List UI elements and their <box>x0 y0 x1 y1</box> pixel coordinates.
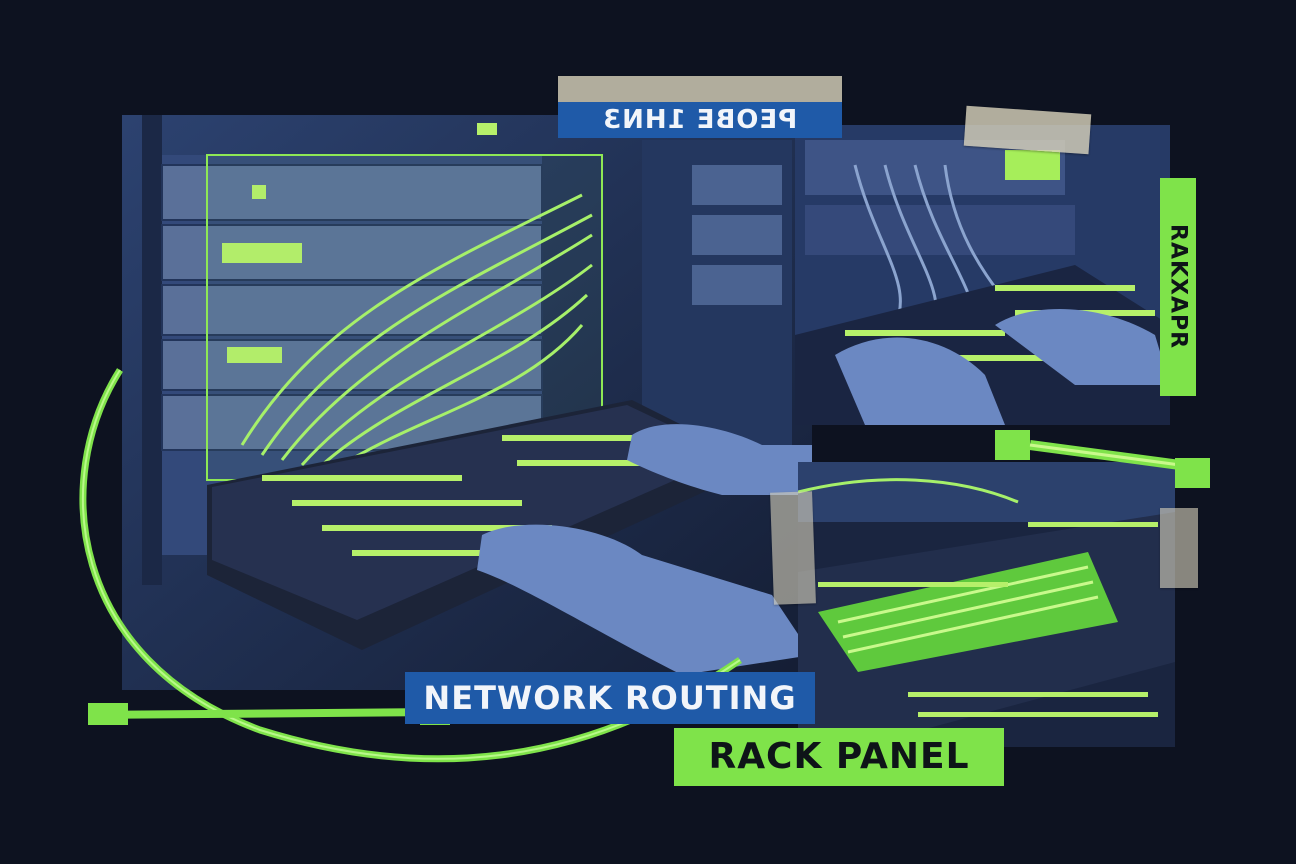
sub-title: RACK PANEL <box>674 728 1004 786</box>
console-screen-photo <box>798 462 1175 747</box>
cable-loop <box>79 368 742 763</box>
ethernet-connector <box>995 430 1210 488</box>
top-banner-text: PEOBE 1HN3 <box>602 105 798 135</box>
main-title: NETWORK ROUTING <box>405 672 815 724</box>
tape-top <box>558 76 842 106</box>
server-rack-photo <box>122 115 812 690</box>
side-banner: RAKXAPR <box>1160 178 1196 396</box>
sub-title-text: RACK PANEL <box>708 736 970 777</box>
keyboard-hands-photo <box>795 125 1170 425</box>
tape-mid <box>770 491 816 605</box>
top-banner: PEOBE 1HN3 <box>558 102 842 138</box>
main-title-text: NETWORK ROUTING <box>423 679 797 717</box>
tape-right <box>1160 508 1198 588</box>
side-banner-text: RAKXAPR <box>1165 224 1191 350</box>
